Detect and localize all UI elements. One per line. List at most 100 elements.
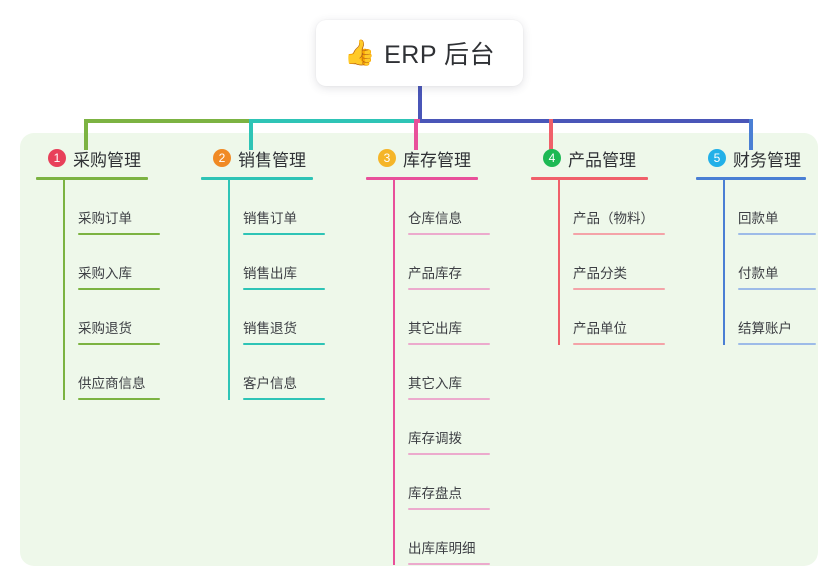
list-item[interactable]: 采购订单: [63, 180, 186, 235]
column-badge: 3: [378, 149, 396, 167]
list-item-label: 客户信息: [243, 376, 297, 392]
list-item-label: 产品分类: [573, 266, 627, 282]
thumbs-up-icon: 👍: [343, 38, 376, 67]
list-item[interactable]: 结算账户: [723, 290, 818, 345]
list-item-rule: [573, 288, 665, 290]
column-title: 产品管理: [568, 150, 636, 170]
column-title: 财务管理: [733, 150, 801, 170]
bus-segment: [85, 119, 252, 123]
column-drop: [84, 119, 88, 150]
list-item-rule: [408, 453, 490, 455]
list-item-rule: [78, 233, 160, 235]
list-item-label: 采购订单: [78, 211, 132, 227]
list-item[interactable]: 其它入库: [393, 345, 516, 400]
column-badge: 1: [48, 149, 66, 167]
column-title: 库存管理: [403, 150, 471, 170]
column-branch: 回款单付款单结算账户: [696, 180, 818, 345]
column-drop: [249, 119, 253, 150]
list-item[interactable]: 库存调拨: [393, 400, 516, 455]
column-title: 销售管理: [238, 150, 306, 170]
list-item[interactable]: 付款单: [723, 235, 818, 290]
list-item[interactable]: 销售退货: [228, 290, 351, 345]
list-item-label: 仓库信息: [408, 211, 462, 227]
list-item[interactable]: 产品单位: [558, 290, 686, 345]
list-item-rule: [78, 288, 160, 290]
list-item-rule: [738, 288, 816, 290]
column-spine: [723, 180, 725, 345]
column-spine: [558, 180, 560, 345]
column-branch: 销售订单销售出库销售退货客户信息: [201, 180, 351, 400]
list-item-label: 结算账户: [738, 321, 792, 337]
bus-segment: [550, 119, 752, 123]
list-item-label: 库存调拨: [408, 431, 462, 447]
list-item[interactable]: 库存盘点: [393, 455, 516, 510]
column-header[interactable]: 3 库存管理: [366, 145, 516, 171]
list-item-rule: [408, 398, 490, 400]
list-item[interactable]: 产品（物料）: [558, 180, 686, 235]
list-item[interactable]: 回款单: [723, 180, 818, 235]
root-node-title: ERP 后台: [384, 41, 496, 69]
diagram-panel: [20, 133, 818, 566]
list-item-label: 其它出库: [408, 321, 462, 337]
list-item-rule: [408, 233, 490, 235]
list-item-rule: [573, 343, 665, 345]
column-4: 4 产品管理产品（物料） 产品分类产品单位: [531, 145, 686, 345]
column-branch: 仓库信息产品库存其它出库其它入库库存调拨库存盘点出库库明细: [366, 180, 516, 565]
list-item[interactable]: 出库库明细: [393, 510, 516, 565]
list-item-rule: [738, 343, 816, 345]
list-item[interactable]: 产品分类: [558, 235, 686, 290]
list-item-label: 回款单: [738, 211, 779, 227]
list-item-label: 销售出库: [243, 266, 297, 282]
list-item-label: 库存盘点: [408, 486, 462, 502]
list-item[interactable]: 其它出库: [393, 290, 516, 345]
list-item-rule: [243, 233, 325, 235]
column-spine: [393, 180, 395, 565]
column-3: 3 库存管理仓库信息产品库存其它出库其它入库库存调拨库存盘点出库库明细: [366, 145, 516, 565]
column-header-rule: [696, 177, 806, 180]
column-drop: [549, 119, 553, 150]
column-title: 采购管理: [73, 150, 141, 170]
column-badge: 4: [543, 149, 561, 167]
column-header[interactable]: 4 产品管理: [531, 145, 686, 171]
root-stem: [418, 86, 422, 123]
list-item-rule: [243, 343, 325, 345]
list-item-rule: [243, 398, 325, 400]
root-node[interactable]: 👍 ERP 后台: [316, 20, 523, 86]
list-item-label: 其它入库: [408, 376, 462, 392]
list-item-label: 销售退货: [243, 321, 297, 337]
column-1: 1 采购管理采购订单采购入库采购退货供应商信息: [36, 145, 186, 400]
list-item[interactable]: 销售订单: [228, 180, 351, 235]
bus-segment: [420, 119, 552, 123]
list-item-label: 采购入库: [78, 266, 132, 282]
list-item-label: 出库库明细: [408, 541, 476, 557]
list-item[interactable]: 采购退货: [63, 290, 186, 345]
list-item-label: 产品（物料）: [573, 211, 654, 227]
column-spine: [228, 180, 230, 400]
column-branch: 产品（物料） 产品分类产品单位: [531, 180, 686, 345]
column-header-rule: [36, 177, 148, 180]
list-item-rule: [78, 398, 160, 400]
list-item[interactable]: 供应商信息: [63, 345, 186, 400]
column-header[interactable]: 1 采购管理: [36, 145, 186, 171]
list-item[interactable]: 销售出库: [228, 235, 351, 290]
list-item-rule: [573, 233, 665, 235]
list-item-rule: [738, 233, 816, 235]
list-item-label: 销售订单: [243, 211, 297, 227]
column-drop: [414, 119, 418, 150]
list-item-rule: [408, 288, 490, 290]
list-item-label: 付款单: [738, 266, 779, 282]
list-item[interactable]: 采购入库: [63, 235, 186, 290]
list-item-rule: [408, 508, 490, 510]
list-item-rule: [78, 343, 160, 345]
list-item[interactable]: 仓库信息: [393, 180, 516, 235]
column-spine: [63, 180, 65, 400]
column-header[interactable]: 2 销售管理: [201, 145, 351, 171]
list-item-label: 产品库存: [408, 266, 462, 282]
column-badge: 2: [213, 149, 231, 167]
bus-segment: [250, 119, 417, 123]
column-drop: [749, 119, 753, 150]
list-item[interactable]: 客户信息: [228, 345, 351, 400]
list-item[interactable]: 产品库存: [393, 235, 516, 290]
